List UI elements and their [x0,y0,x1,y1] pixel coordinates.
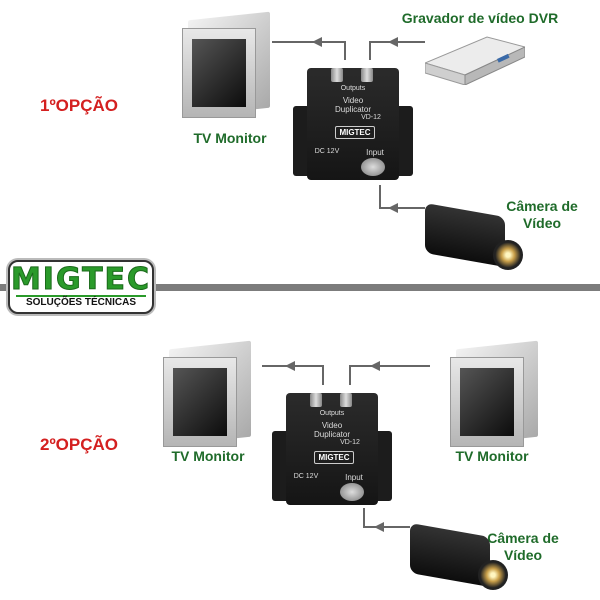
option2-title: 2ºOPÇÃO [40,435,119,454]
device-brand: MIGTEC [314,451,354,464]
dvr-image [423,25,527,86]
dvr-label: Gravador de vídeo DVR [401,10,559,26]
line-dvr-to-device1 [369,41,425,60]
arrow-icon [374,522,384,532]
camera-image-2 [410,518,510,596]
device-name-2: Duplicator [334,105,371,114]
device-power: DC 12V [314,148,340,155]
camera-image [425,198,525,276]
arrow-icon [285,361,295,371]
section-divider [0,284,600,291]
line-device2-to-monitor-left [262,365,324,385]
monitor-left-label: TV Monitor [171,448,245,464]
device-input-label: Input [345,473,363,482]
bnc-connector [361,158,385,176]
migtec-logo: MIGTEC SOLUÇÕES TÉCNICAS [8,260,154,314]
line-device1-to-monitor [272,41,346,60]
device-brand: MIGTEC [335,126,375,139]
tv-monitor-right-image [450,340,540,450]
logo-tagline: SOLUÇÕES TÉCNICAS [25,297,136,308]
device-model: VD-12 [340,439,360,446]
camera-label-line1: Câmera de [506,198,578,214]
device-name-1: Video [342,96,364,105]
arrow-icon [388,37,398,47]
camera-label-line1: Câmera de [487,530,559,546]
monitor-right-label: TV Monitor [455,448,529,464]
line-device2-to-monitor-right [349,365,430,385]
tv-monitor-image [182,11,272,121]
arrow-icon [370,361,380,371]
logo-name: MIGTEC [10,262,152,298]
camera-label: Câmera de Vídeo [497,198,587,232]
device-name-1: Video [321,421,343,430]
line-camera-to-device1 [379,185,425,209]
arrow-icon [312,37,322,47]
line-camera-to-device2 [363,508,410,528]
device-name-2: Duplicator [313,430,350,439]
device-model: VD-12 [361,114,381,121]
arrow-icon [388,203,398,213]
device-power: DC 12V [293,473,319,480]
device-input-label: Input [366,148,384,157]
video-duplicator-2: Outputs Video Duplicator VD-12 MIGTEC DC… [272,383,392,508]
tv-monitor-left-image [163,340,253,450]
option1-title: 1ºOPÇÃO [40,96,119,115]
outputs-text: Outputs [319,410,345,417]
monitor-label: TV Monitor [193,130,267,146]
camera-label-line2: Vídeo [503,547,543,563]
camera-label-line2: Vídeo [522,215,562,231]
video-duplicator-1: Outputs Video Duplicator VD-12 MIGTEC DC… [293,58,413,183]
outputs-text: Outputs [340,85,366,92]
bnc-connector [340,483,364,501]
camera-label-2: Câmera de Vídeo [478,530,568,564]
